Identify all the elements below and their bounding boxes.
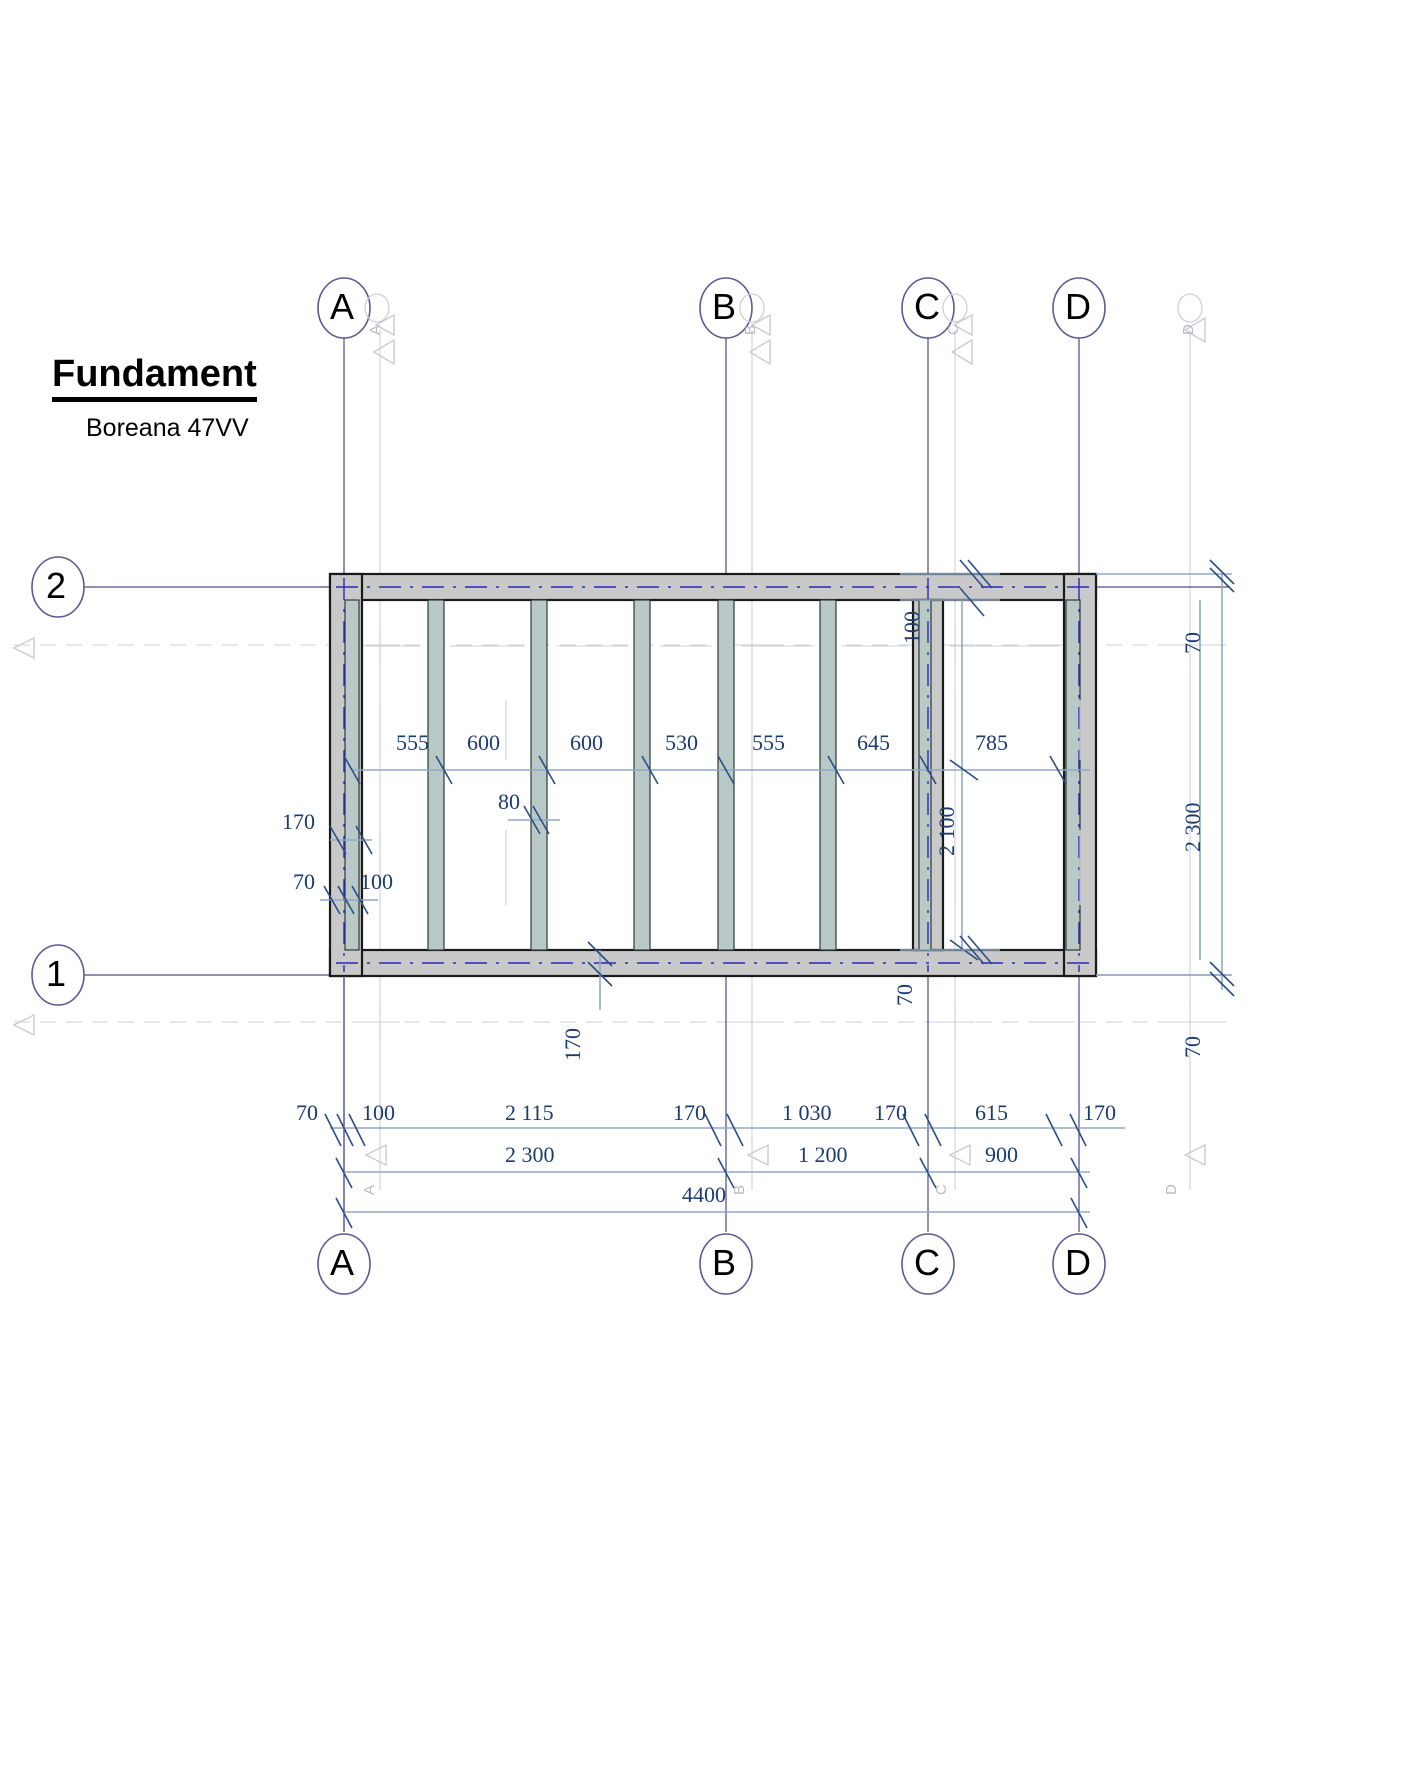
interior-joists (344, 598, 1081, 952)
dim-bottom2-0: 2 300 (505, 1142, 555, 1167)
grid-bubbles (31, 277, 1206, 1295)
ghost-grid-label-bottom-d: D (1163, 1184, 1180, 1195)
internal-reference-ticks (366, 645, 1081, 905)
grid-bubble-top-c[interactable]: C (914, 286, 940, 327)
dim-170-left: 170 (282, 809, 315, 834)
grid-bubble-top-a[interactable]: A (330, 286, 355, 327)
grid-bubble-top-d[interactable]: D (1065, 286, 1091, 327)
ghost-grid-label-top-b: B (742, 324, 759, 335)
dim-bottom1-4: 1 030 (782, 1100, 832, 1125)
dim-bottom1-3: 170 (673, 1100, 706, 1125)
dim-bottom1-6: 615 (975, 1100, 1008, 1125)
dim-bottom-total: 4400 (682, 1182, 726, 1207)
dim-bottom1-5: 170 (874, 1100, 907, 1125)
dim-bottom2-1: 1 200 (798, 1142, 848, 1167)
bottom-dimension-chains (324, 976, 1206, 1232)
grid-bubble-bottom-b[interactable]: B (712, 1242, 737, 1283)
dim-interior-1: 600 (467, 730, 500, 755)
ghost-grid-label-bottom-c: C (933, 1184, 950, 1195)
dim-interior-0: 555 (396, 730, 429, 755)
dim-70-bottom-inner: 70 (892, 984, 917, 1006)
ghost-grid-label-top-d: D (1180, 324, 1197, 335)
dim-170-bottom: 170 (560, 1028, 585, 1061)
dim-80: 80 (498, 789, 520, 814)
dimension-170-left (329, 825, 373, 855)
dimension-80 (508, 805, 560, 835)
grid-bubble-bottom-a[interactable]: A (330, 1242, 355, 1283)
ghost-construction-lines (12, 330, 1230, 1190)
dim-right-70-top: 70 (1180, 632, 1205, 654)
dim-right-2300: 2 300 (1180, 802, 1205, 853)
dim-interior-4: 555 (752, 730, 785, 755)
ghost-grid-label-top-c: C (945, 324, 962, 335)
dim-interior-5: 645 (857, 730, 890, 755)
dim-right-70-bottom: 70 (1180, 1036, 1205, 1058)
grid-bubble-bottom-c[interactable]: C (914, 1242, 940, 1283)
interior-dimension-line (343, 755, 1090, 785)
ghost-grid-label-bottom-a: A (361, 1184, 378, 1195)
foundation-walls (328, 572, 1098, 978)
dim-100-left: 100 (360, 869, 393, 894)
dimension-top-right-ticks (900, 559, 1000, 617)
ghost-grid-label-top-a: A (367, 324, 384, 335)
ghost-grid-label-bottom-b: B (731, 1184, 748, 1195)
dim-70-left: 70 (293, 869, 315, 894)
dimension-170-bottom (587, 941, 613, 1010)
dim-bottom2-2: 900 (985, 1142, 1018, 1167)
dim-interior-6: 785 (975, 730, 1008, 755)
dim-bottom1-2: 2 115 (505, 1100, 554, 1125)
wall-centerlines (336, 578, 1092, 972)
dim-interior-2: 600 (570, 730, 603, 755)
right-vertical-dimensions (1096, 559, 1235, 997)
grid-bubble-left-2[interactable]: 2 (46, 565, 67, 606)
dim-bottom1-1: 100 (362, 1100, 395, 1125)
grid-bubble-left-1[interactable]: 1 (46, 953, 67, 994)
dimension-70-bottom-inner (900, 935, 1000, 965)
title-block: Fundament Boreana 47VV (52, 354, 257, 443)
dim-interior-3: 530 (665, 730, 698, 755)
dim-2100-vertical: 2 100 (934, 806, 959, 857)
dim-bottom1-7: 170 (1083, 1100, 1116, 1125)
page-subtitle: Boreana 47VV (86, 413, 249, 442)
dim-100-top-right: 100 (899, 611, 924, 644)
grid-bubble-bottom-d[interactable]: D (1065, 1242, 1091, 1283)
dimension-70-100-left (320, 885, 378, 915)
dimension-2100-vertical (949, 600, 979, 961)
dim-bottom1-0: 70 (296, 1100, 318, 1125)
grid-bubble-top-b[interactable]: B (712, 286, 737, 327)
page-title: Fundament (52, 354, 257, 402)
